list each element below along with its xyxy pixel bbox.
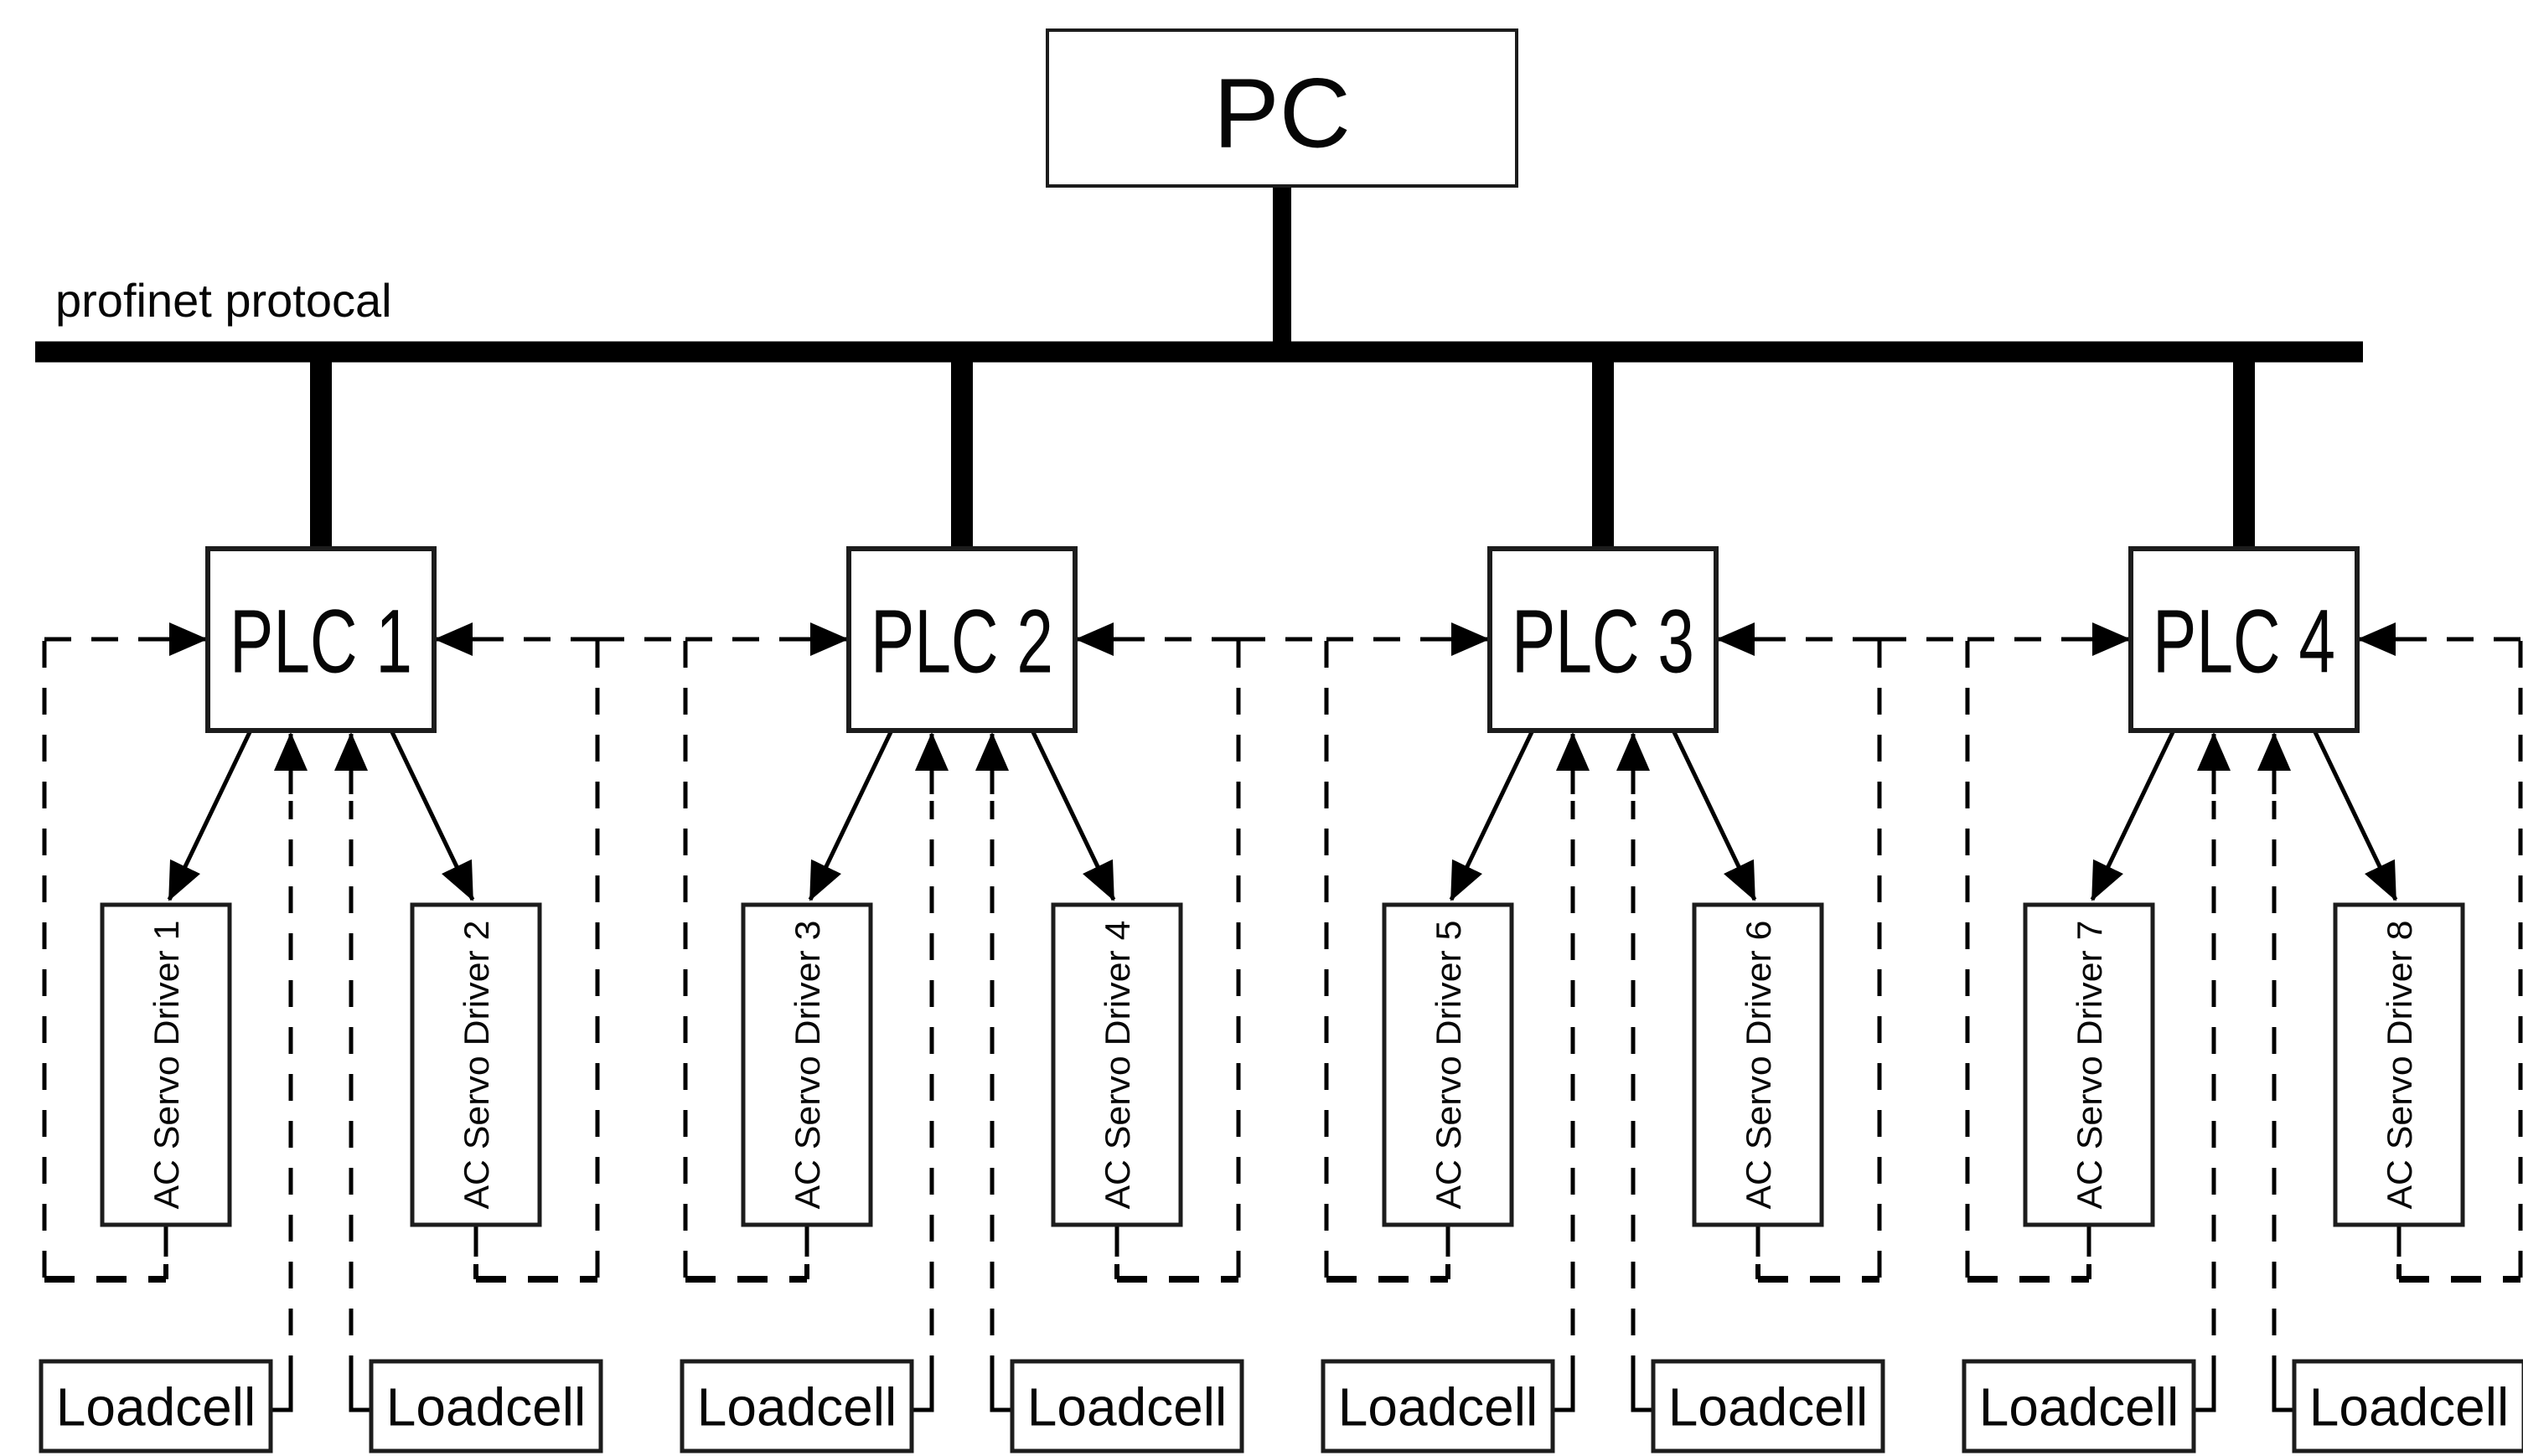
loadcell-left-elbow-3	[1553, 1381, 1575, 1412]
servo-label-5: AC Servo Driver 5	[1429, 921, 1468, 1210]
loadcell-box-4	[1010, 1359, 1244, 1453]
loadcell-right-elbow-1	[349, 1381, 371, 1412]
loadcell-label-5: Loadcell	[1338, 1377, 1538, 1438]
loadcell-box-5	[1321, 1359, 1555, 1453]
plc-box-4	[2128, 546, 2360, 733]
loadcell-right-elbow-2	[990, 1381, 1012, 1412]
loadcell-left-elbow-4	[2194, 1381, 2216, 1412]
servo-label-8: AC Servo Driver 8	[2380, 921, 2419, 1210]
plc-to-servo-left-arrow-1	[167, 731, 252, 901]
loadcell-left-elbow-2	[912, 1381, 934, 1412]
plc-to-servo-right-arrow-2	[1031, 731, 1116, 901]
loadcell-label-6: Loadcell	[1668, 1377, 1868, 1438]
plc-to-servo-left-arrow-2	[808, 731, 893, 901]
servo-box-6	[1692, 902, 1824, 1227]
pc-label: PC	[1213, 58, 1351, 168]
loadcell-right-elbow-3	[1631, 1381, 1653, 1412]
servo-label-7: AC Servo Driver 7	[2070, 921, 2109, 1210]
loadcell-label-1: Loadcell	[56, 1377, 256, 1438]
loadcell-label-4: Loadcell	[1027, 1377, 1227, 1438]
plc-label-4: PLC 4	[2153, 590, 2335, 691]
servo-label-2: AC Servo Driver 2	[457, 921, 496, 1210]
plc-box-1	[205, 546, 437, 733]
servo-label-1: AC Servo Driver 1	[147, 921, 186, 1210]
loadcell-box-6	[1651, 1359, 1885, 1453]
loadcell-box-8	[2292, 1359, 2523, 1453]
loadcell-right-elbow-4	[2272, 1381, 2294, 1412]
servo-box-4	[1051, 902, 1183, 1227]
plc-box-2	[846, 546, 1078, 733]
loadcell-left-elbow-1	[271, 1381, 293, 1412]
plc-label-3: PLC 3	[1512, 590, 1694, 691]
servo-label-6: AC Servo Driver 6	[1739, 921, 1778, 1210]
plc-label-2: PLC 2	[871, 590, 1053, 691]
loadcell-label-7: Loadcell	[1979, 1377, 2179, 1438]
loadcell-box-3	[680, 1359, 914, 1453]
pc-box	[1046, 28, 1518, 188]
plc-box-3	[1487, 546, 1719, 733]
loadcell-label-8: Loadcell	[2309, 1377, 2509, 1438]
servo-box-1	[100, 902, 232, 1227]
loadcell-box-2	[369, 1359, 603, 1453]
plc-to-servo-left-arrow-3	[1449, 731, 1534, 901]
servo-box-3	[741, 902, 873, 1227]
loadcell-box-7	[1962, 1359, 2196, 1453]
servo-box-2	[410, 902, 542, 1227]
servo-label-3: AC Servo Driver 3	[788, 921, 827, 1210]
profinet-protocol-label: profinet protocal	[55, 274, 392, 327]
loadcell-label-3: Loadcell	[697, 1377, 897, 1438]
servo-box-8	[2333, 902, 2465, 1227]
plc-label-1: PLC 1	[230, 590, 412, 691]
plc-to-servo-left-arrow-4	[2090, 731, 2175, 901]
plc-to-servo-right-arrow-1	[390, 731, 475, 901]
servo-box-5	[1382, 902, 1514, 1227]
plc-to-servo-right-arrow-4	[2313, 731, 2398, 901]
loadcell-label-2: Loadcell	[386, 1377, 586, 1438]
loadcell-box-1	[39, 1359, 273, 1453]
servo-label-4: AC Servo Driver 4	[1098, 921, 1137, 1210]
plc-to-servo-right-arrow-3	[1672, 731, 1757, 901]
servo-box-7	[2023, 902, 2155, 1227]
